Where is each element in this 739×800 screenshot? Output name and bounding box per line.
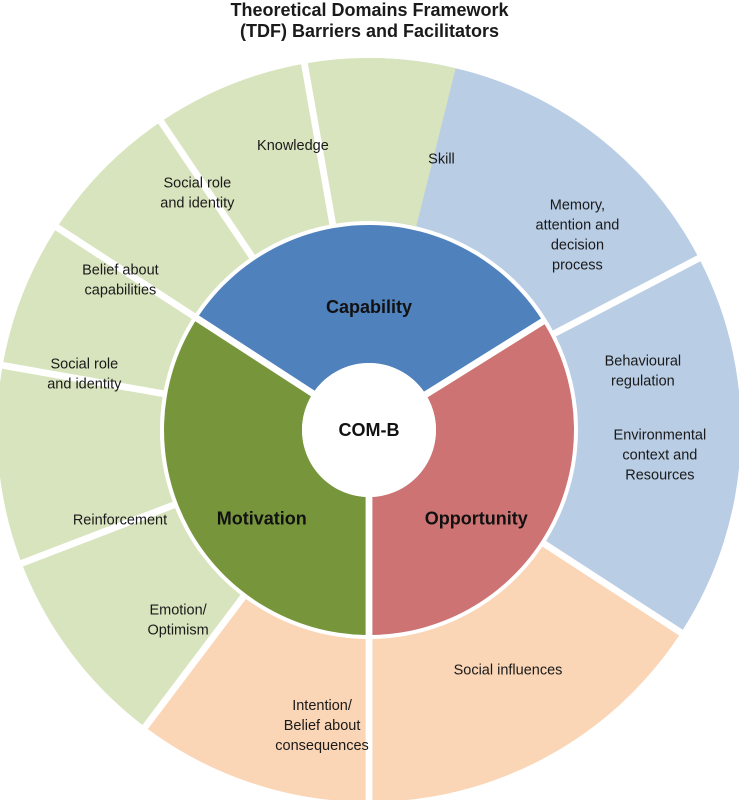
core-segment-capability: [198, 225, 542, 392]
domain-label-11-line-1: Social role: [164, 176, 232, 192]
title-line-1: Theoretical Domains Framework: [230, 0, 509, 20]
core-label-opportunity: Opportunity: [425, 509, 528, 529]
domain-label-12-line-1: Knowledge: [257, 138, 329, 154]
core-segment-motivation: [163, 321, 366, 635]
domain-label-4-line-1: Environmental: [614, 427, 707, 443]
domain-label-10-line-2: capabilities: [85, 282, 157, 298]
diagram-title: Theoretical Domains Framework (TDF) Barr…: [0, 0, 739, 42]
center-label: COM-B: [339, 420, 400, 440]
domain-label-4-line-3: Resources: [625, 467, 694, 483]
domain-label-2-line-4: process: [552, 257, 603, 273]
title-line-2: (TDF) Barriers and Facilitators: [239, 21, 500, 41]
domain-label-9-line-1: Social role: [50, 356, 118, 372]
domain-label-3-line-2: regulation: [611, 374, 675, 390]
center-circle: [302, 363, 436, 497]
outer-ring: [0, 57, 739, 800]
domain-segment-8: [3, 230, 192, 391]
domain-label-7-line-1: Emotion/: [149, 603, 207, 619]
domain-label-9-line-2: and identity: [47, 376, 122, 392]
domain-label-2-line-1: Memory,: [550, 197, 605, 213]
domain-label-6-line-1: Intention/: [292, 698, 353, 714]
core-segment-opportunity: [372, 324, 574, 635]
domain-label-2-line-2: attention and: [536, 217, 620, 233]
domain-label-11-line-2: and identity: [160, 196, 235, 212]
domain-segment-5: [147, 598, 366, 800]
domain-segment-6: [22, 508, 241, 726]
domain-label-10-line-1: Belief about: [82, 262, 159, 278]
core-label-motivation: Motivation: [217, 509, 307, 529]
domain-label-4-line-2: context and: [622, 447, 697, 463]
domain-segment-11: [307, 57, 456, 227]
domain-label-7-line-2: Optimism: [147, 623, 208, 639]
domain-label-2-line-3: decision: [551, 237, 604, 253]
domain-label-3-line-1: Behavioural: [605, 354, 682, 370]
domain-segment-3: [546, 261, 739, 630]
domain-segment-12: [422, 69, 606, 268]
domain-label-6-line-3: consequences: [275, 738, 369, 754]
domain-label-6-line-2: Belief about: [284, 718, 361, 734]
core-ring: [163, 225, 574, 635]
domain-segment-10: [163, 64, 330, 255]
domain-segment-9: [58, 123, 250, 314]
domain-segment-4: [372, 546, 680, 800]
core-label-capability: Capability: [326, 297, 412, 317]
domain-label-5-line-1: Social influences: [454, 663, 563, 679]
domain-segment-7: [0, 368, 173, 561]
domain-label-8-line-1: Reinforcement: [73, 512, 167, 528]
domain-label-1-line-1: Skill: [428, 151, 455, 167]
